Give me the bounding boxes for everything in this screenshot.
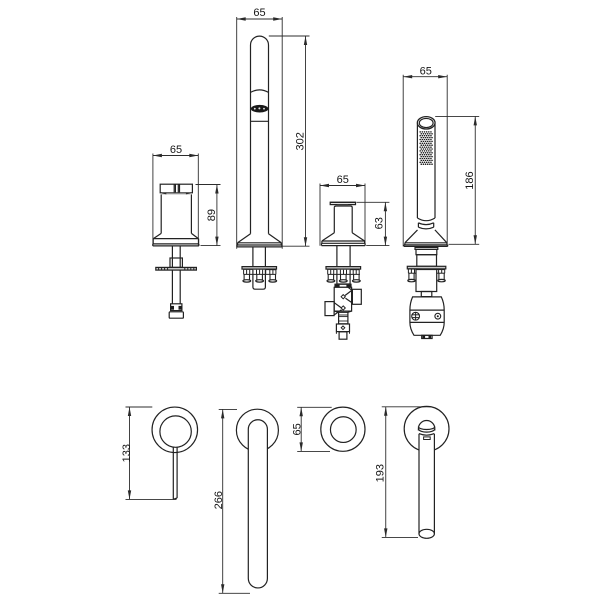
svg-text:65: 65 [337, 174, 349, 186]
svg-text:65: 65 [170, 144, 182, 156]
svg-text:89: 89 [206, 209, 218, 221]
svg-text:193: 193 [375, 464, 387, 482]
svg-text:186: 186 [464, 171, 476, 189]
svg-text:63: 63 [373, 217, 385, 229]
svg-text:266: 266 [213, 491, 225, 509]
svg-text:65: 65 [291, 423, 303, 435]
svg-text:302: 302 [294, 132, 306, 150]
svg-text:65: 65 [420, 66, 432, 78]
svg-text:65: 65 [253, 7, 265, 19]
svg-text:133: 133 [121, 444, 133, 462]
